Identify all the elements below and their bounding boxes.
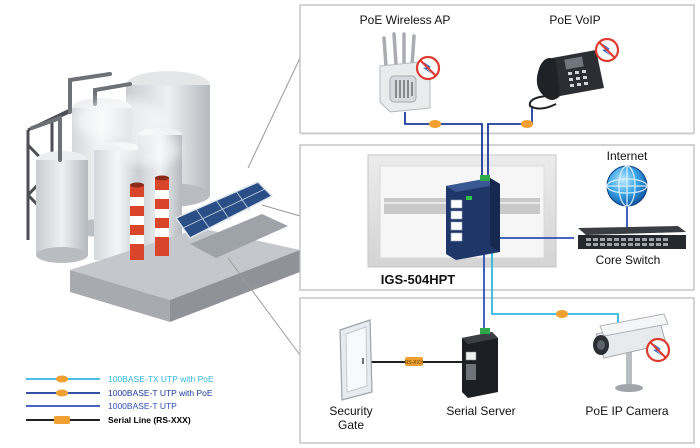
core-switch-icon xyxy=(578,226,686,249)
legend-item: 100BASE-TX UTP with PoE xyxy=(26,374,214,384)
legend-item: 1000BASE-T UTP xyxy=(26,401,177,411)
label-ip-camera: PoE IP Camera xyxy=(585,404,668,418)
label-core-switch: Core Switch xyxy=(596,253,661,267)
panel-wireless xyxy=(299,4,695,135)
access-point-icon xyxy=(379,32,431,113)
zoom-lines xyxy=(227,57,301,356)
svg-text:RS-XXX: RS-XXX xyxy=(405,360,424,366)
label-switch-model: IGS-504HPT xyxy=(381,272,455,287)
legend-item: 1000BASE-T UTP with PoE xyxy=(26,388,213,398)
ip-camera-icon xyxy=(593,313,669,392)
serial-server-icon xyxy=(462,328,498,398)
globe-icon xyxy=(606,165,648,207)
label-security-gate-1: Security xyxy=(329,404,372,418)
voip-phone-icon xyxy=(528,50,604,110)
legend-label: 100BASE-TX UTP with PoE xyxy=(108,374,214,384)
label-voip: PoE VoIP xyxy=(549,13,600,27)
legend-label: 1000BASE-T UTP with PoE xyxy=(108,388,213,398)
legend-label: 1000BASE-T UTP xyxy=(108,401,177,411)
no-power-icon xyxy=(415,55,441,81)
label-internet: Internet xyxy=(607,149,648,163)
legend: 100BASE-TX UTP with PoE 1000BASE-T UTP w… xyxy=(26,374,214,425)
legend-item: Serial Line (RS-XXX) xyxy=(26,415,191,425)
label-serial-server: Serial Server xyxy=(446,404,515,418)
door-icon xyxy=(339,319,373,401)
no-power-icon xyxy=(645,337,671,363)
label-security-gate-2: Gate xyxy=(338,418,364,432)
poe-badges: RS-XXX xyxy=(405,120,568,366)
label-wireless-ap: PoE Wireless AP xyxy=(360,13,451,27)
no-power-icon xyxy=(594,37,620,63)
legend-label: Serial Line (RS-XXX) xyxy=(108,415,191,425)
industrial-switch-icon xyxy=(446,175,500,260)
factory-illustration xyxy=(26,71,300,322)
